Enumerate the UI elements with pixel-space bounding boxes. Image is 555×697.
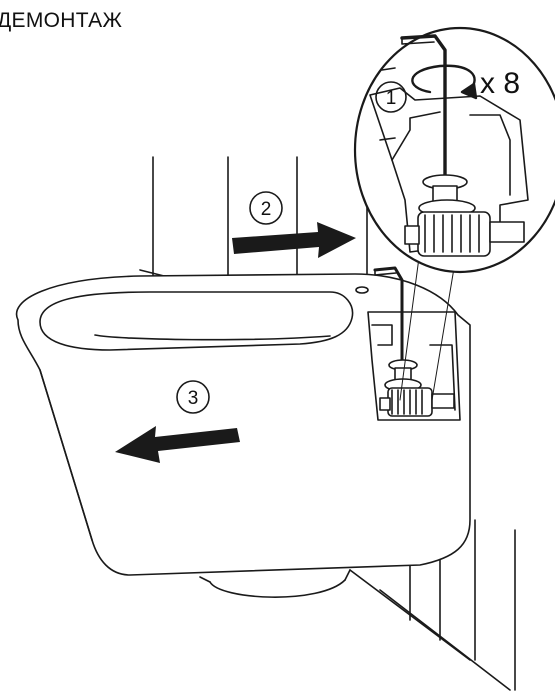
arrow-right-icon — [232, 222, 356, 258]
fixing-mechanism — [379, 359, 455, 417]
arrow-left-icon — [115, 426, 240, 463]
rotation-arrow-icon — [411, 64, 478, 100]
step-2-circle — [249, 191, 283, 225]
page-title: ДЕМОНТАЖ — [0, 9, 123, 32]
step-3-circle — [176, 380, 210, 414]
step-1-circle — [375, 81, 407, 113]
detail-magnifier — [353, 26, 555, 274]
step-3-label: 3 — [188, 388, 199, 409]
step-1-label: 1 — [386, 88, 397, 109]
wall-lines — [139, 156, 516, 691]
toilet-bowl — [15, 273, 471, 598]
hex-key-icon — [373, 266, 404, 362]
step-2-label: 2 — [261, 199, 272, 220]
turns-count-label: x 8 — [480, 67, 520, 100]
